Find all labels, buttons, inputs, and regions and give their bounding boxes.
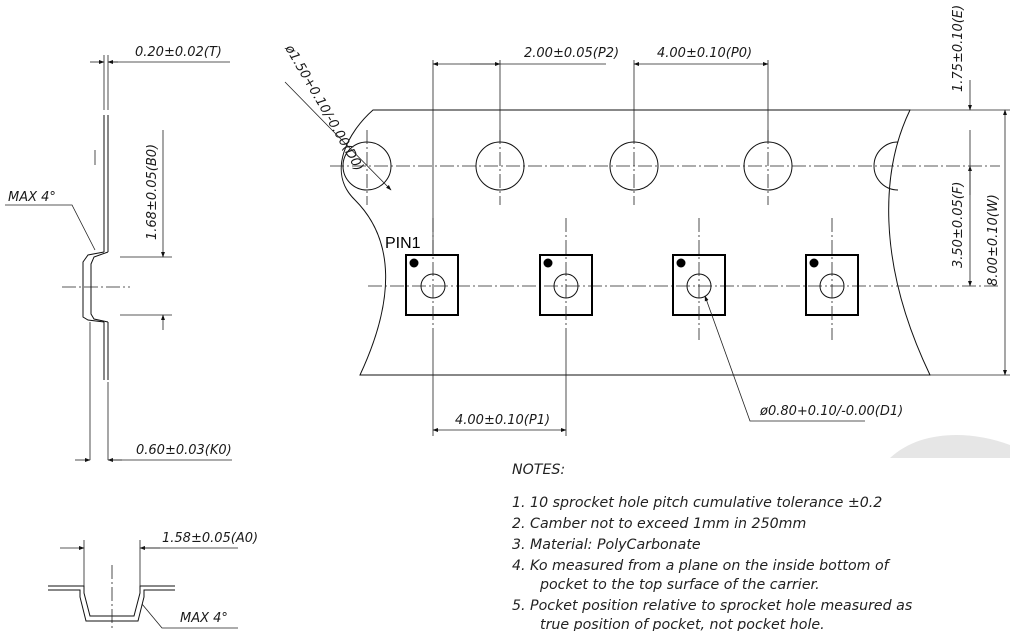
pin1-label: PIN1 <box>385 235 421 252</box>
pin1-dot <box>676 258 686 268</box>
p2-label: 2.00±0.05(P2) <box>524 46 619 61</box>
thickness-label: 0.20±0.02(T) <box>135 45 222 60</box>
p1-label: 4.00±0.10(P1) <box>455 413 550 428</box>
p0-label: 4.00±0.10(P0) <box>657 46 752 61</box>
e-label: 1.75±0.10(E) <box>951 5 966 92</box>
note-line: 2. Camber not to exceed 1mm in 250mm <box>512 516 806 532</box>
notes-heading: NOTES: <box>512 462 565 478</box>
notes: NOTES: 1. 10 sprocket hole pitch cumulat… <box>512 462 913 631</box>
note-line: 3. Material: PolyCarbonate <box>512 537 701 553</box>
tape-top-view <box>284 60 1010 436</box>
side-view <box>5 55 232 462</box>
pocket-section <box>48 540 238 630</box>
note-line: 5. Pocket position relative to sprocket … <box>512 598 913 614</box>
d1-label: ø0.80+0.10/-0.00(D1) <box>759 404 903 419</box>
w-label: 8.00±0.10(W) <box>986 194 1001 286</box>
pin1-dot <box>543 258 553 268</box>
pocket <box>405 254 459 316</box>
note-line: 1. 10 sprocket hole pitch cumulative tol… <box>512 495 882 511</box>
pin1-dot <box>809 258 819 268</box>
note-line: 4. Ko measured from a plane on the insid… <box>512 558 891 574</box>
note-line: true position of pocket, not pocket hole… <box>540 617 825 631</box>
d0-label: ø1.50+0.10/-0.00(D0) <box>281 42 366 174</box>
note-line: pocket to the top surface of the carrier… <box>539 577 820 593</box>
section-draft-angle-label: MAX 4° <box>180 611 228 626</box>
watermark-arc <box>890 435 1010 458</box>
k0-label: 0.60±0.03(K0) <box>136 443 232 458</box>
side-draft-angle-label: MAX 4° <box>8 190 56 205</box>
b0-label: 1.68±0.05(B0) <box>145 144 160 240</box>
a0-label: 1.58±0.05(A0) <box>162 531 258 546</box>
f-label: 3.50±0.05(F) <box>951 182 966 268</box>
pin1-dot <box>409 258 419 268</box>
